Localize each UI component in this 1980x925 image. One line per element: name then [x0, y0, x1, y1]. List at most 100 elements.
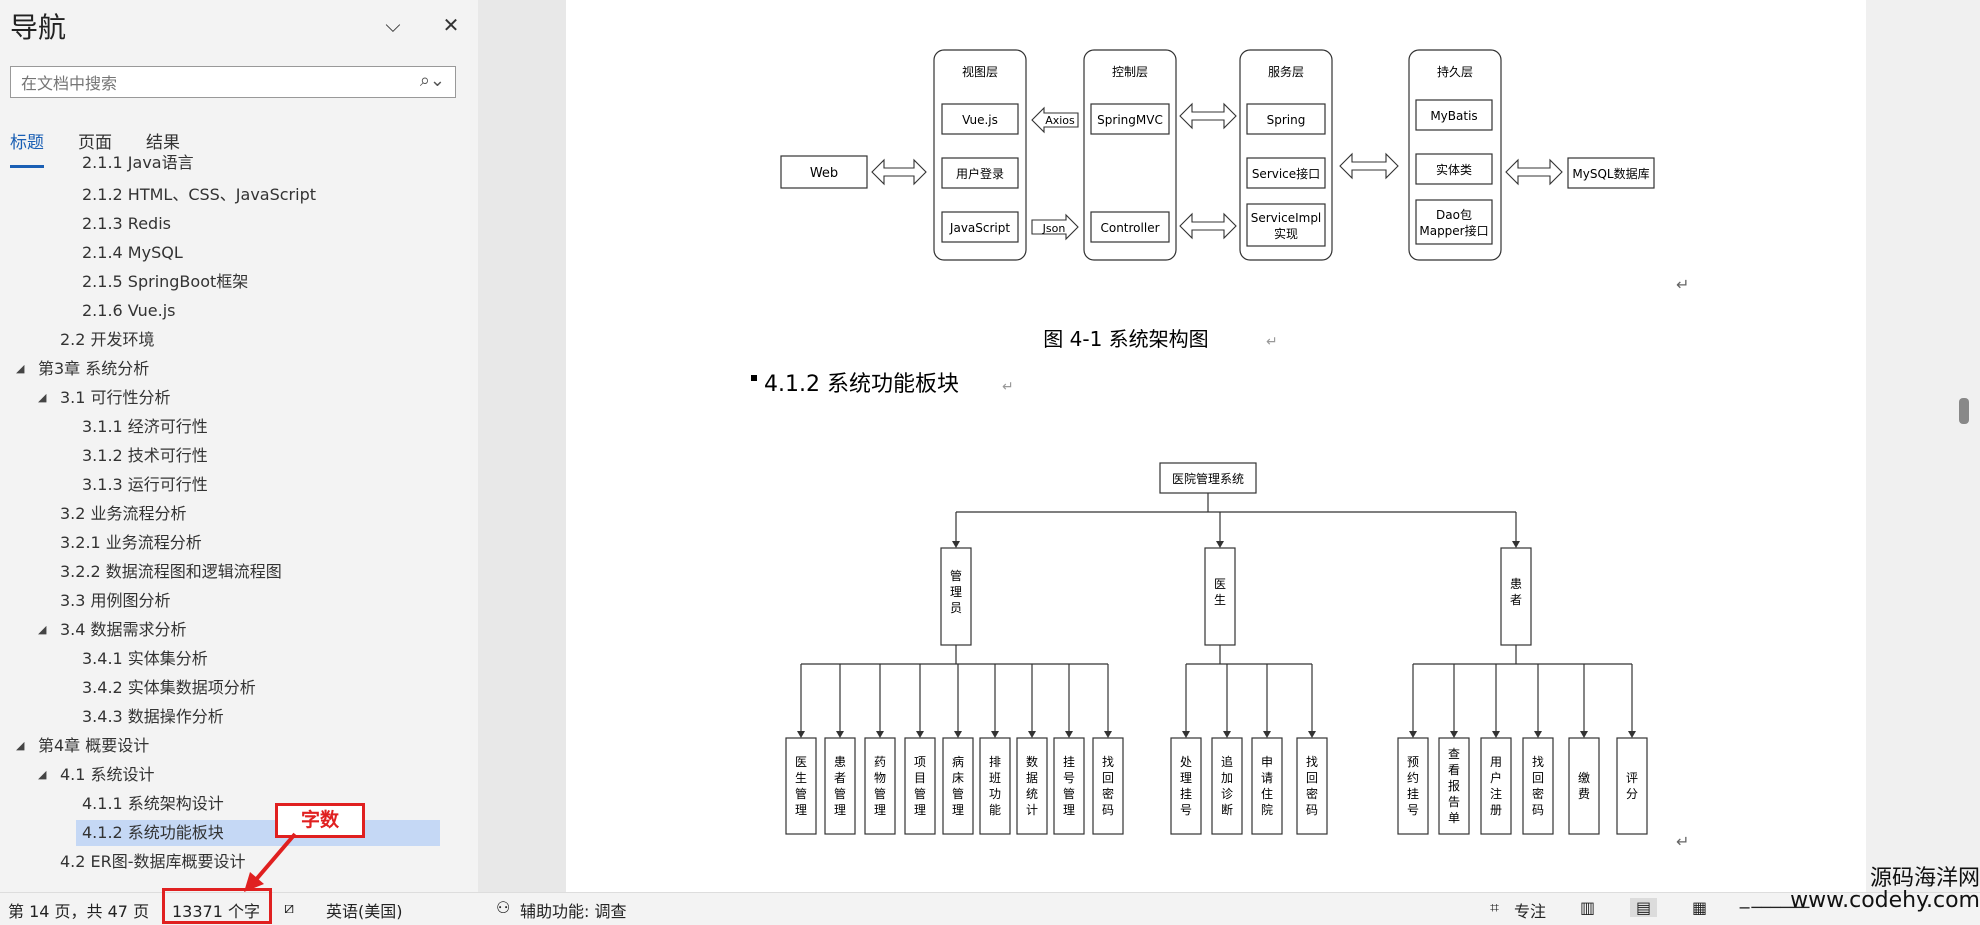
close-icon[interactable]: ✕ — [442, 13, 460, 37]
vertical-scrollbar[interactable] — [1866, 0, 1980, 892]
nav-title: 导航 — [10, 11, 67, 44]
tree-item[interactable]: ◢第3章 系统分析 — [16, 356, 149, 382]
proofing-icon[interactable]: ⧄ — [284, 898, 295, 917]
view-item — [941, 211, 1019, 243]
view-item-label: Vue.js — [962, 113, 998, 127]
chevron-down-icon[interactable]: ⌵ — [385, 13, 401, 37]
navigation-pane: 导航 ⌵ ✕ ⌕⌄ 标题 页面 结果 2.1.1 Java语言 2.1.2 HTM… — [0, 0, 479, 892]
print-layout-icon[interactable]: ▤ — [1630, 898, 1658, 917]
focus-icon[interactable]: ⌗ — [1490, 898, 1500, 917]
tree-item[interactable]: 2.1.4 MySQL — [82, 243, 183, 262]
tree-item[interactable]: ◢3.4 数据需求分析 — [38, 617, 187, 643]
tree-item[interactable]: 3.4.2 实体集数据项分析 — [82, 678, 256, 697]
func-label: 码 — [1102, 803, 1114, 817]
func-box — [1296, 737, 1328, 835]
func-label: 管 — [914, 786, 926, 801]
tree-item[interactable]: 3.2 业务流程分析 — [60, 504, 187, 523]
func-label: 约 — [1407, 770, 1419, 785]
tree-item[interactable]: 4.2 ER图-数据库概要设计 — [60, 852, 246, 871]
tree-item[interactable]: 2.1.2 HTML、CSS、JavaScript — [82, 185, 317, 204]
expand-icon[interactable]: ◢ — [38, 391, 47, 404]
view-item-label: 用户登录 — [956, 166, 1004, 181]
tab-headings[interactable]: 标题 — [10, 128, 44, 168]
tree-item[interactable]: 3.4.1 实体集分析 — [82, 649, 208, 668]
tree-item[interactable]: ◢第4章 概要设计 — [16, 733, 149, 759]
search-icon[interactable]: ⌕⌄ — [419, 70, 445, 91]
zoom-slider[interactable]: −────── — [1738, 898, 1810, 917]
web-layout-icon[interactable]: ▦ — [1692, 898, 1708, 917]
tree-item[interactable]: 2.1.1 Java语言 — [82, 153, 194, 172]
nav-tabs: 标题 页面 结果 — [10, 128, 180, 168]
role-arrow-head — [952, 541, 960, 548]
mysql-box — [1567, 157, 1655, 189]
tree-item[interactable]: 3.4.3 数据操作分析 — [82, 707, 224, 726]
func-label: 目 — [914, 771, 926, 785]
func-label: 挂 — [1407, 787, 1419, 801]
expand-icon[interactable]: ◢ — [16, 739, 25, 752]
func-label: 断 — [1221, 802, 1233, 817]
tree-item[interactable]: 3.2.1 业务流程分析 — [60, 533, 202, 552]
tree-item[interactable]: 4.1.2 系统功能板块 — [76, 820, 440, 846]
read-mode-icon[interactable]: ▥ — [1580, 898, 1596, 917]
func-arrow-head — [836, 731, 844, 738]
func-label: 统 — [1026, 787, 1038, 801]
tree-item[interactable]: 2.1.5 SpringBoot框架 — [82, 272, 249, 291]
paragraph-mark: ↵ — [1676, 275, 1689, 294]
expand-icon[interactable]: ◢ — [38, 623, 47, 636]
role-label: 生 — [1214, 593, 1226, 607]
search-box[interactable]: ⌕⌄ — [10, 66, 456, 98]
func-arrow-head — [991, 731, 999, 738]
language[interactable]: 英语(美国) — [326, 902, 403, 921]
func-label: 管 — [1063, 786, 1075, 801]
root-box — [1159, 462, 1257, 494]
func-label: 床 — [952, 771, 964, 785]
func-label: 者 — [834, 771, 846, 785]
layer-title: 服务层 — [1268, 64, 1304, 79]
func-label: 码 — [1532, 803, 1544, 817]
tab-pages[interactable]: 页面 — [78, 133, 112, 153]
func-label: 挂 — [1180, 787, 1192, 801]
tree-item[interactable]: ◢3.1 可行性分析 — [38, 385, 171, 411]
view-item-label: JavaScript — [949, 221, 1010, 235]
func-label: 项 — [914, 755, 926, 769]
accessibility-icon[interactable]: ⚇ — [496, 898, 511, 917]
axios-label: Axios — [1045, 114, 1075, 127]
func-label: 挂 — [1063, 755, 1075, 769]
func-label: 看 — [1448, 763, 1460, 777]
focus-label[interactable]: 专注 — [1514, 902, 1547, 921]
tree-item[interactable]: ◢4.1 系统设计 — [38, 762, 155, 788]
controller-item — [1090, 211, 1170, 243]
role-box — [940, 547, 972, 646]
tree-item[interactable]: 2.2 开发环境 — [60, 330, 155, 349]
service-item-label: ServiceImpl — [1251, 211, 1322, 225]
tree-item[interactable]: 2.1.6 Vue.js — [82, 301, 176, 320]
search-input[interactable] — [19, 71, 413, 95]
status-bar: 第 14 页，共 47 页 13371 个字 ⧄ 英语(美国) ⚇ 辅助功能: … — [0, 892, 1980, 925]
func-box — [1522, 737, 1554, 835]
expand-icon[interactable]: ◢ — [16, 362, 25, 375]
func-arrow-head — [1065, 731, 1073, 738]
persistence-db-arrow — [1505, 158, 1563, 186]
pane-gutter — [478, 0, 566, 892]
scrollbar-thumb[interactable] — [1959, 398, 1969, 424]
func-arrow-head — [1263, 731, 1271, 738]
func-label: 理 — [874, 803, 886, 817]
word-count-callout: 字数 — [275, 803, 365, 838]
persistence-item-label: Dao包 — [1436, 208, 1472, 222]
service-persistence-arrow — [1339, 152, 1399, 180]
tree-item[interactable]: 3.1.3 运行可行性 — [82, 475, 208, 494]
expand-icon[interactable]: ◢ — [38, 768, 47, 781]
tree-item[interactable]: 3.1.2 技术可行性 — [82, 446, 208, 465]
tab-results[interactable]: 结果 — [146, 133, 180, 153]
tree-item[interactable]: 3.1.1 经济可行性 — [82, 417, 208, 436]
watermark: 源码海洋网 www.codehy.com — [1790, 868, 1980, 912]
func-arrow-head — [1628, 731, 1636, 738]
tree-item[interactable]: 2.1.3 Redis — [82, 214, 171, 233]
tree-item[interactable]: 3.3 用例图分析 — [60, 591, 171, 610]
func-label: 药 — [874, 755, 886, 769]
tree-item[interactable]: 3.2.2 数据流程图和逻辑流程图 — [60, 562, 282, 581]
accessibility-status[interactable]: 辅助功能: 调查 — [520, 902, 627, 921]
word-count[interactable]: 13371 个字 — [172, 902, 260, 921]
page-count[interactable]: 第 14 页，共 47 页 — [8, 902, 150, 921]
tree-item[interactable]: 4.1.1 系统架构设计 — [82, 794, 224, 813]
